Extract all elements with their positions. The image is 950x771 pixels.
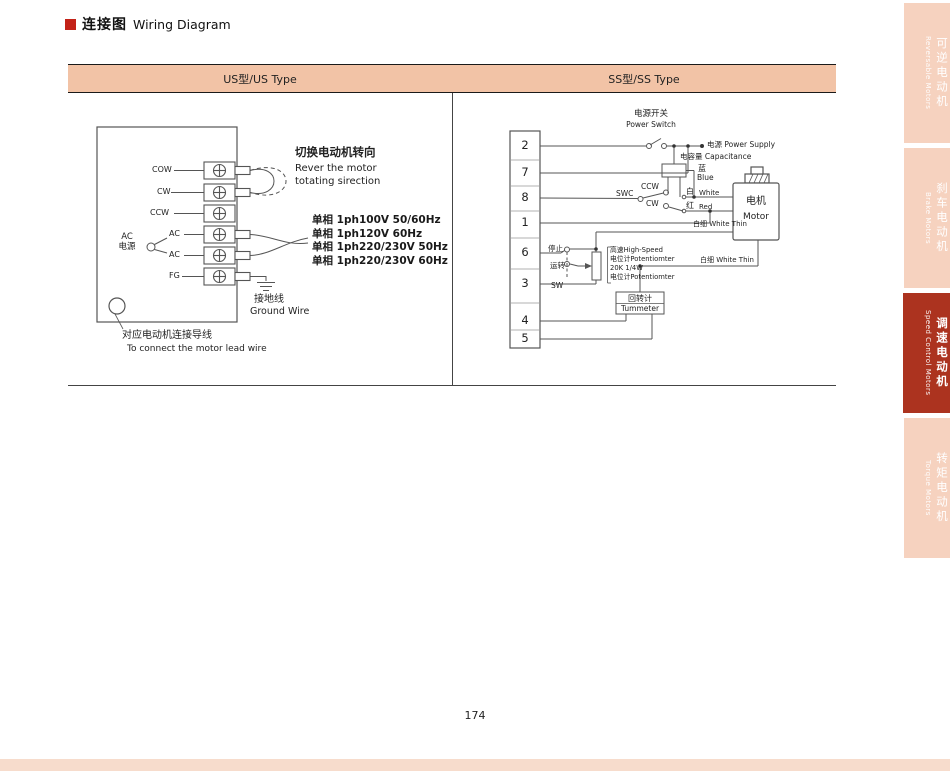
us-ac-source-line2: 电源 xyxy=(118,241,136,252)
ss-terminal-5: 5 xyxy=(521,331,529,345)
us-lead-wire-note-en: To connect the motor lead wire xyxy=(127,344,267,354)
tab-label-zh: 可逆电动机 xyxy=(935,36,949,110)
ss-terminal-7: 7 xyxy=(521,165,529,179)
us-ac-source-label: AC 电源 xyxy=(112,232,142,253)
tab-label-zh: 刹车电动机 xyxy=(935,181,949,255)
ss-terminal-8: 8 xyxy=(521,190,529,204)
us-voltage-1: 单相 1ph100V 50/60Hz xyxy=(312,214,441,226)
page-title: 连接图 Wiring Diagram xyxy=(65,14,231,34)
tab-label-en: Brake Motors xyxy=(924,191,932,245)
us-reverse-note-zh: 切换电动机转向 xyxy=(295,145,376,159)
us-lead-wire-note-zh: 对应电动机连接导线 xyxy=(122,330,212,341)
page-title-zh: 连接图 xyxy=(82,17,127,33)
ss-terminal-strip xyxy=(509,130,541,349)
ss-red-label-en: Red xyxy=(699,203,713,211)
sidebar-tab-brake-motors[interactable]: 刹车电动机 Brake Motors xyxy=(904,148,950,288)
column-header-us-type: US型/US Type xyxy=(223,72,297,86)
ss-motor-label: 电机 Motor xyxy=(733,196,779,222)
ss-white-thin-label-2: 白细 White Thin xyxy=(700,256,754,264)
motor-symbol xyxy=(732,166,780,241)
ss-terminal-3: 3 xyxy=(521,276,529,290)
ss-ccw-label: CCW xyxy=(641,182,659,191)
ss-wiring xyxy=(539,138,759,340)
us-terminal-screws xyxy=(203,161,251,286)
page-number: 174 xyxy=(464,709,486,722)
page-title-en: Wiring Diagram xyxy=(133,16,231,32)
ss-blue-label-en: Blue xyxy=(697,173,714,182)
us-ground-label-zh: 接地线 xyxy=(254,294,284,305)
ss-power-switch-label-zh: 电源开关 xyxy=(633,109,668,119)
section-marker-icon xyxy=(65,18,76,30)
ss-red-label-zh: 红 xyxy=(686,201,694,210)
column-header-ss-type: SS型/SS Type xyxy=(608,72,680,86)
ss-white-label-zh: 白 xyxy=(686,187,694,196)
ss-power-switch-label-en: Power Switch xyxy=(626,120,676,129)
ss-white-thin-label-1: 白细 White Thin xyxy=(693,220,747,228)
tab-label-zh: 转矩电动机 xyxy=(935,451,949,525)
us-terminal-block xyxy=(96,126,238,330)
tab-label-en: Speed Control Motors xyxy=(924,310,932,396)
ss-swc-label: SWC xyxy=(616,189,634,198)
sidebar-tab-torque-motors[interactable]: 转矩电动机 Torque Motors xyxy=(904,418,950,558)
ss-power-supply-label: 电源 Power Supply xyxy=(707,140,776,149)
ss-terminal-6: 6 xyxy=(521,245,529,259)
us-terminal-label-ac2: AC xyxy=(169,250,180,259)
us-voltage-list: 单相 1ph100V 50/60Hz 单相 1ph120V 60Hz 单相 1p… xyxy=(312,214,448,268)
ss-speed-pot-notes: 高速High-Speed 电位计Potentiomter 20K 1/4W 电位… xyxy=(610,246,675,282)
ss-blue-label-zh: 蓝 xyxy=(698,164,706,173)
us-terminal-label-fg: FG xyxy=(169,271,180,280)
ss-motor-label-en: Motor xyxy=(742,211,769,222)
ss-capacitance-label: 电容量 Capacitance xyxy=(680,152,752,161)
us-voltage-2: 单相 1ph120V 60Hz xyxy=(312,227,423,240)
tab-label-en: Reversable Motors xyxy=(924,36,932,110)
ss-speed-note-2: 电位计Potentiomter xyxy=(610,255,675,263)
us-terminal-label-cw: CW xyxy=(157,187,171,196)
us-reverse-note-en1: Rever the motor xyxy=(295,163,377,174)
us-wiring xyxy=(146,167,309,291)
table-frame-lines xyxy=(68,93,836,386)
ss-motor-label-zh: 电机 xyxy=(746,196,766,207)
sidebar-tab-reversible-motors[interactable]: 可逆电动机 Reversable Motors xyxy=(904,3,950,143)
us-reverse-note-en2: totating sirection xyxy=(295,176,381,187)
ss-speed-note-4: 电位计Potentiomter xyxy=(610,273,675,281)
ss-speed-note-1: 高速High-Speed xyxy=(610,246,663,254)
bottom-accent-strip xyxy=(0,759,950,771)
ss-cw-label: CW xyxy=(646,199,659,208)
ss-turnmeter-label-en: Tummeter xyxy=(620,303,660,313)
us-voltage-3: 单相 1ph220/230V 50Hz xyxy=(312,241,448,253)
sidebar-tab-speed-control-motors[interactable]: 调速电动机 Speed Control Motors xyxy=(903,293,950,413)
tab-label-zh: 调速电动机 xyxy=(935,316,949,390)
ss-stop-label: 停止 xyxy=(548,244,563,253)
tab-label-en: Torque Motors xyxy=(924,460,932,516)
us-ground-label-en: Ground Wire xyxy=(250,306,310,317)
us-terminal-label-ccw: CCW xyxy=(150,208,170,217)
ss-terminal-1: 1 xyxy=(521,215,529,229)
ss-terminal-4: 4 xyxy=(521,313,529,327)
ss-speed-note-3: 20K 1/4W xyxy=(610,264,643,272)
ss-white-label-en: White xyxy=(699,189,720,197)
us-ac-source-line1: AC xyxy=(121,232,133,242)
ss-sw-label: SW xyxy=(551,281,564,290)
us-terminal-label-ac1: AC xyxy=(169,229,180,238)
ss-terminal-2: 2 xyxy=(521,138,529,152)
us-terminal-label-cow: COW xyxy=(152,165,172,174)
us-voltage-4: 单相 1ph220/230V 60Hz xyxy=(312,254,448,267)
type-header-bar: US型/US Type SS型/SS Type xyxy=(68,64,836,93)
ss-turnmeter-label-zh: 回转计 xyxy=(628,294,652,303)
ss-run-label: 运转 xyxy=(550,261,565,270)
turnmeter-symbol xyxy=(615,291,665,315)
